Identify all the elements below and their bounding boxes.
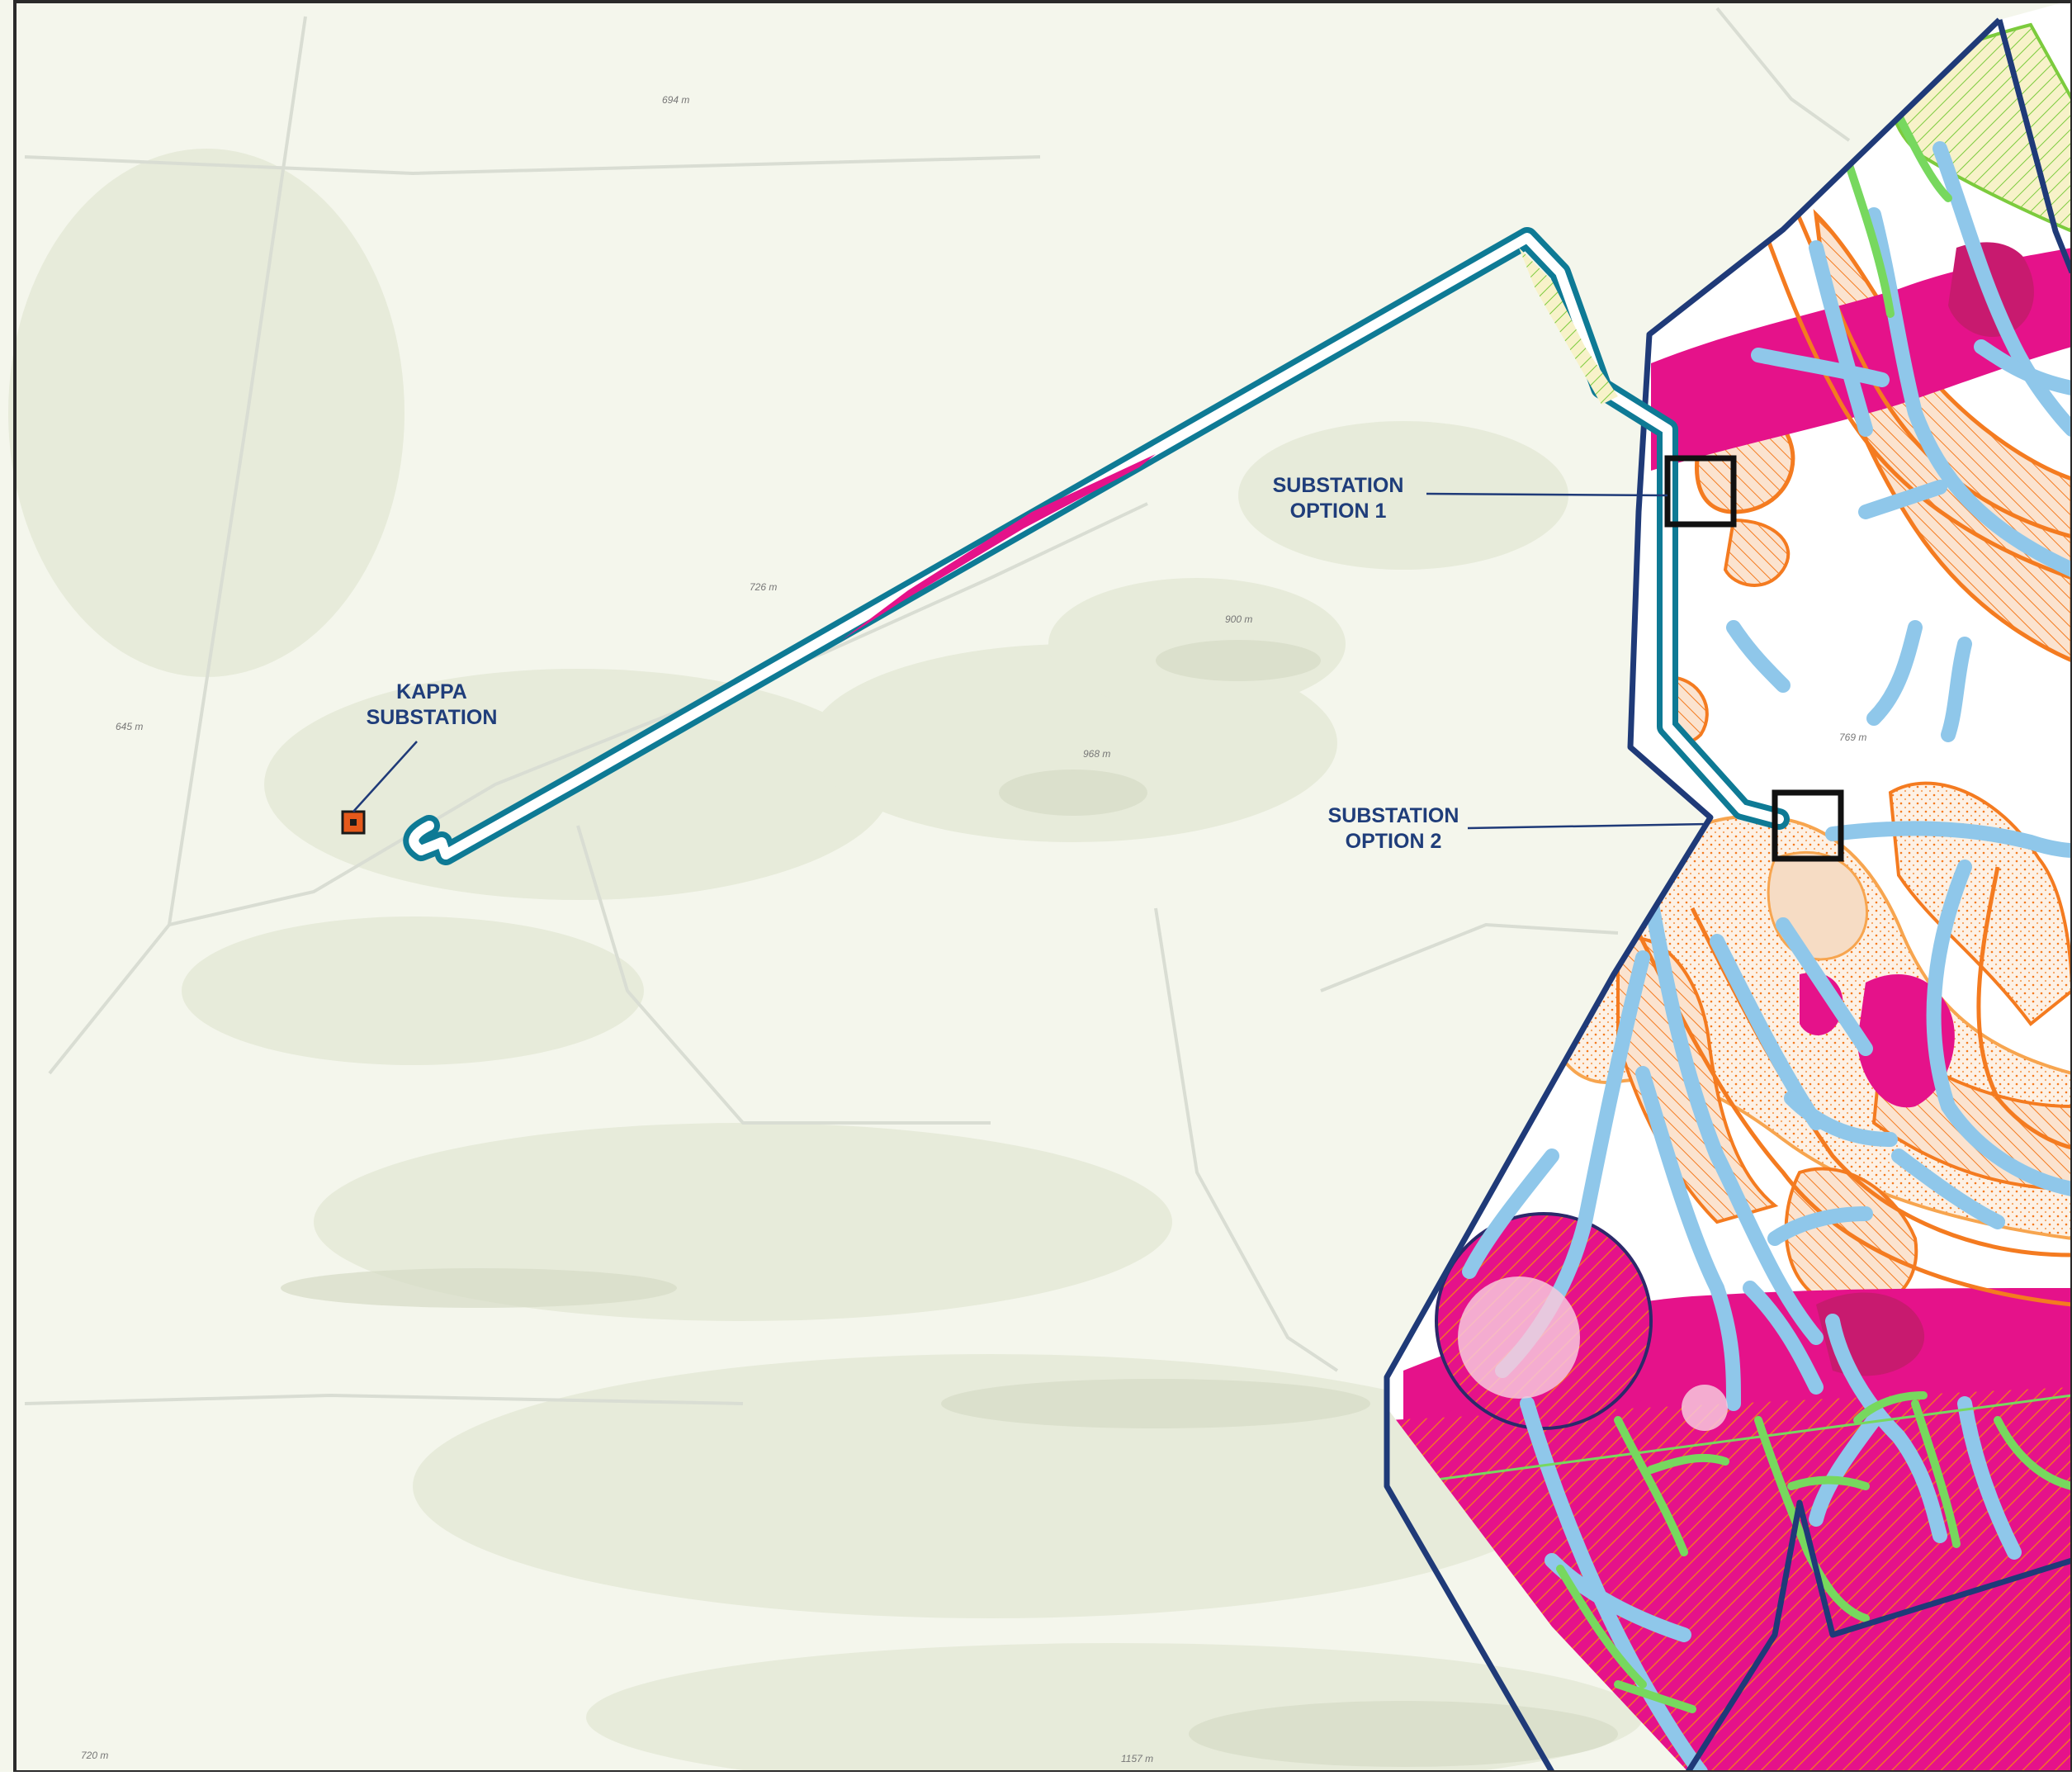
- spot-height-726: 726 m: [750, 581, 777, 593]
- substation-option-1-marker[interactable]: [1664, 455, 1737, 528]
- kappa-label-line2: SUBSTATION: [367, 706, 498, 729]
- terrain-shading: [8, 149, 1643, 1776]
- ridge-shadows: [281, 640, 1618, 1767]
- square-outline-icon: [1664, 455, 1737, 528]
- square-outline-icon: [1772, 789, 1844, 862]
- project-area-boundary: [1384, 17, 2072, 1774]
- kappa-substation-marker[interactable]: [341, 810, 366, 835]
- option2-label-line2: OPTION 2: [1346, 830, 1442, 853]
- kappa-leader-line: [352, 741, 418, 812]
- option1-leader-line: [1426, 492, 1668, 497]
- spot-height-1157: 1157 m: [1121, 1753, 1153, 1764]
- powerline-route-corridor: [403, 227, 1790, 865]
- spot-height-968: 968 m: [1083, 748, 1110, 760]
- option1-label-line1: SUBSTATION: [1273, 474, 1404, 497]
- road-network: [24, 7, 1851, 1405]
- spot-height-720: 720 m: [81, 1750, 108, 1761]
- spot-height-769: 769 m: [1839, 732, 1866, 743]
- corridor-high-sensitivity-segment: [842, 454, 1156, 640]
- option1-label-line2: OPTION 1: [1290, 500, 1387, 523]
- spot-height-694: 694 m: [662, 94, 689, 106]
- spot-height-900: 900 m: [1225, 613, 1252, 625]
- option2-label-line1: SUBSTATION: [1328, 804, 1459, 827]
- corridor-green-segment: [1519, 248, 1618, 405]
- kappa-label-line1: KAPPA: [396, 680, 467, 703]
- spot-height-645: 645 m: [116, 721, 143, 732]
- option2-leader-line: [1467, 822, 1710, 830]
- substation-option-2-marker[interactable]: [1772, 789, 1844, 862]
